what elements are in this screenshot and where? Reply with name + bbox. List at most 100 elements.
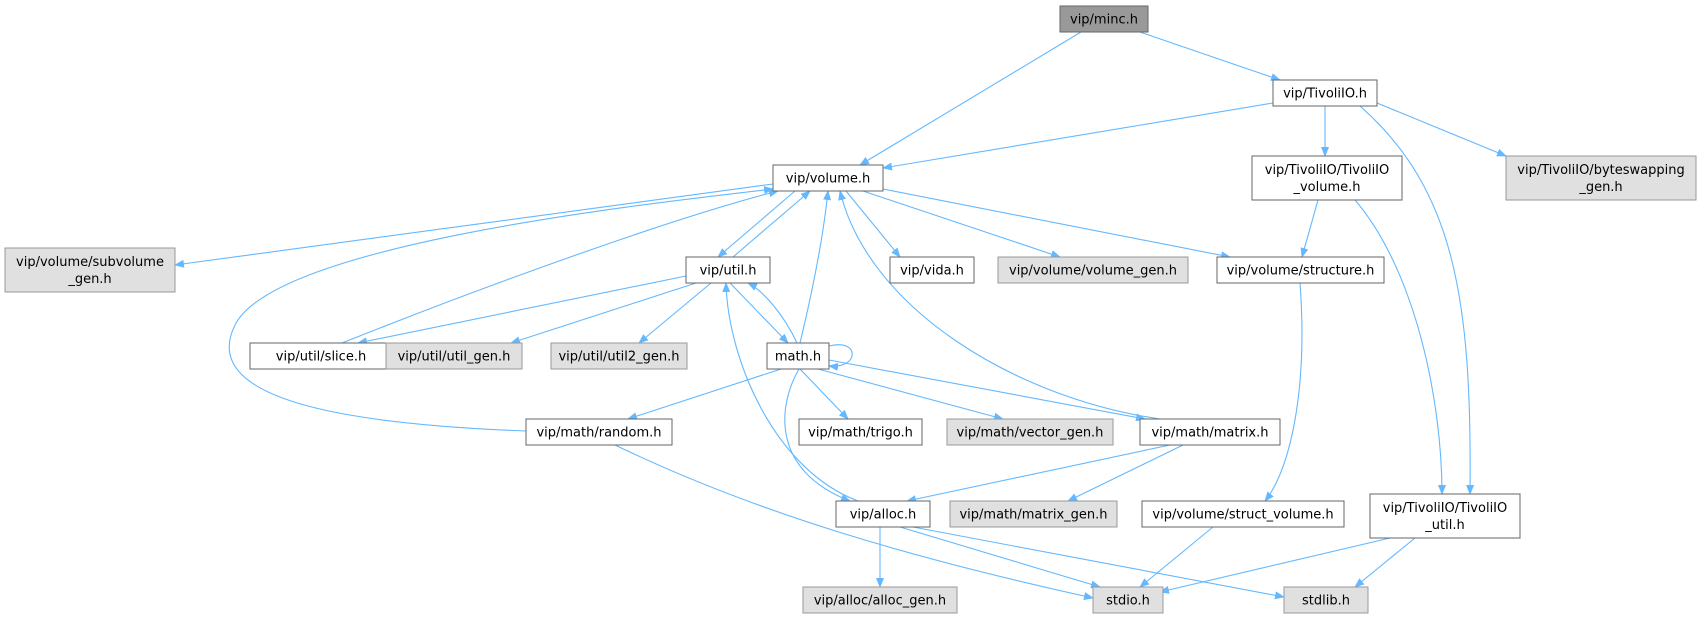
node-box-vecgen: [946, 418, 1114, 446]
node-label-subvol-line2: _gen.h: [67, 272, 111, 287]
node-label-math: math.h: [775, 350, 821, 365]
edge-math-to-trigo: [799, 368, 849, 420]
node-box-subvol: [4, 247, 176, 293]
node-box-allocgen: [802, 586, 958, 614]
node-matgen[interactable]: vip/math/matrix_gen.h: [949, 500, 1118, 528]
node-box-tvol: [1251, 155, 1403, 201]
node-minc[interactable]: vip/minc.h: [1059, 5, 1149, 33]
edge-minc-to-tivoli: [1139, 31, 1281, 81]
node-box-math: [766, 342, 830, 370]
node-vecgen[interactable]: vip/math/vector_gen.h: [946, 418, 1114, 446]
node-label-vida: vip/vida.h: [900, 264, 964, 279]
node-label-tvol-line1: vip/TivoliIO/TivoliIO: [1265, 163, 1390, 178]
node-matrix[interactable]: vip/math/matrix.h: [1139, 418, 1281, 446]
node-label-minc: vip/minc.h: [1070, 13, 1138, 28]
node-box-random: [525, 418, 673, 446]
node-label-stdio: stdio.h: [1106, 594, 1150, 609]
node-box-alloc: [835, 500, 931, 528]
node-stdlib[interactable]: stdlib.h: [1283, 586, 1369, 614]
node-label-random: vip/math/random.h: [536, 426, 661, 441]
node-byteswap[interactable]: vip/TivoliIO/byteswapping _gen.h: [1505, 155, 1697, 201]
node-box-volgen: [997, 256, 1189, 284]
node-alloc[interactable]: vip/alloc.h: [835, 500, 931, 528]
node-label-volgen: vip/volume/volume_gen.h: [1009, 264, 1177, 279]
node-structure[interactable]: vip/volume/structure.h: [1216, 256, 1385, 284]
node-label-alloc: vip/alloc.h: [850, 508, 917, 523]
edge-random-to-stdio: [614, 444, 1094, 600]
edge-matrix-to-matgen: [1067, 444, 1184, 502]
edge-math-to-matrix: [828, 359, 1146, 422]
node-volgen[interactable]: vip/volume/volume_gen.h: [997, 256, 1189, 284]
edge-slice-to-volume: [341, 189, 779, 344]
node-label-allocgen: vip/alloc/alloc_gen.h: [814, 594, 946, 609]
node-box-utilgen: [385, 342, 523, 370]
node-box-trigo: [798, 418, 923, 446]
node-label-volume: vip/volume.h: [786, 172, 870, 187]
node-box-tivoli: [1272, 79, 1378, 107]
node-box-slice: [249, 342, 393, 370]
node-box-util: [685, 256, 771, 284]
edge-util-to-util2gen: [638, 282, 712, 344]
node-tivoli[interactable]: vip/TivoliIO.h: [1272, 79, 1378, 107]
edge-structure-to-structvol: [1264, 282, 1303, 502]
node-slice[interactable]: vip/util/slice.h: [249, 342, 393, 370]
node-box-util2gen: [550, 342, 688, 370]
node-subvol[interactable]: vip/volume/subvolume _gen.h: [4, 247, 176, 293]
edge-volume-to-vida: [845, 190, 901, 258]
node-label-tivoli: vip/TivoliIO.h: [1283, 87, 1367, 102]
edge-matrix-to-alloc: [906, 444, 1171, 504]
node-structvol[interactable]: vip/volume/struct_volume.h: [1141, 500, 1345, 528]
edge-util-to-slice: [357, 275, 687, 346]
edge-minc-to-volume: [859, 31, 1082, 166]
node-vida[interactable]: vip/vida.h: [889, 256, 975, 284]
node-trigo[interactable]: vip/math/trigo.h: [798, 418, 923, 446]
edge-layer: [174, 31, 1507, 600]
node-label-stdlib: stdlib.h: [1302, 594, 1350, 609]
edge-alloc-to-util: [722, 282, 859, 502]
node-box-matgen: [949, 500, 1118, 528]
node-box-byteswap: [1505, 155, 1697, 201]
edge-math-to-alloc: [784, 368, 851, 502]
node-label-trigo: vip/math/trigo.h: [808, 426, 913, 441]
node-allocgen[interactable]: vip/alloc/alloc_gen.h: [802, 586, 958, 614]
node-math[interactable]: math.h: [766, 342, 830, 370]
node-label-subvol-line1: vip/volume/subvolume: [16, 255, 164, 270]
edge-alloc-to-stdlib: [912, 526, 1285, 600]
node-box-matrix: [1139, 418, 1281, 446]
edge-math-to-random: [627, 368, 782, 421]
node-util[interactable]: vip/util.h: [685, 256, 771, 284]
node-box-structure: [1216, 256, 1385, 284]
edge-tutil-to-stdio: [1159, 537, 1391, 594]
node-layer: vip/minc.h vip/TivoliIO.h vip/volume.h vip/…: [4, 5, 1697, 614]
edge-random-to-volume: [228, 186, 774, 432]
edge-tivoli-to-byteswap: [1376, 102, 1507, 157]
edge-math-to-util: [747, 282, 798, 344]
edge-matrix-to-volume: [838, 190, 1161, 420]
node-box-vida: [889, 256, 975, 284]
node-box-volume: [772, 164, 884, 192]
edge-math-to-math: [828, 344, 853, 371]
node-util2gen[interactable]: vip/util/util2_gen.h: [550, 342, 688, 370]
node-stdio[interactable]: stdio.h: [1092, 586, 1164, 614]
node-random[interactable]: vip/math/random.h: [525, 418, 673, 446]
node-label-vecgen: vip/math/vector_gen.h: [957, 426, 1104, 441]
node-label-structvol: vip/volume/struct_volume.h: [1152, 508, 1333, 523]
edge-util-to-volume: [732, 190, 811, 258]
node-utilgen[interactable]: vip/util/util_gen.h: [385, 342, 523, 370]
edge-tvol-to-tutil: [1354, 199, 1446, 495]
edge-tvol-to-structure: [1300, 199, 1319, 258]
node-label-byteswap-line1: vip/TivoliIO/byteswapping: [1517, 163, 1684, 178]
edge-tutil-to-stdlib: [1354, 537, 1416, 588]
node-label-byteswap-line2: _gen.h: [1578, 180, 1622, 195]
node-tvol[interactable]: vip/TivoliIO/TivoliIO_volume.h: [1251, 155, 1403, 201]
node-label-util2gen: vip/util/util2_gen.h: [558, 350, 679, 365]
node-label-util: vip/util.h: [700, 264, 757, 279]
node-label-tutil-line2: _util.h: [1424, 518, 1464, 533]
edge-alloc-to-stdio: [899, 526, 1101, 589]
edge-math-to-vecgen: [817, 368, 1004, 421]
edge-util-to-math: [729, 282, 789, 344]
edge-structvol-to-stdio: [1139, 526, 1214, 588]
node-label-utilgen: vip/util/util_gen.h: [398, 350, 511, 365]
node-volume[interactable]: vip/volume.h: [772, 164, 884, 192]
node-tutil[interactable]: vip/TivoliIO/TivoliIO_util.h: [1369, 493, 1521, 539]
